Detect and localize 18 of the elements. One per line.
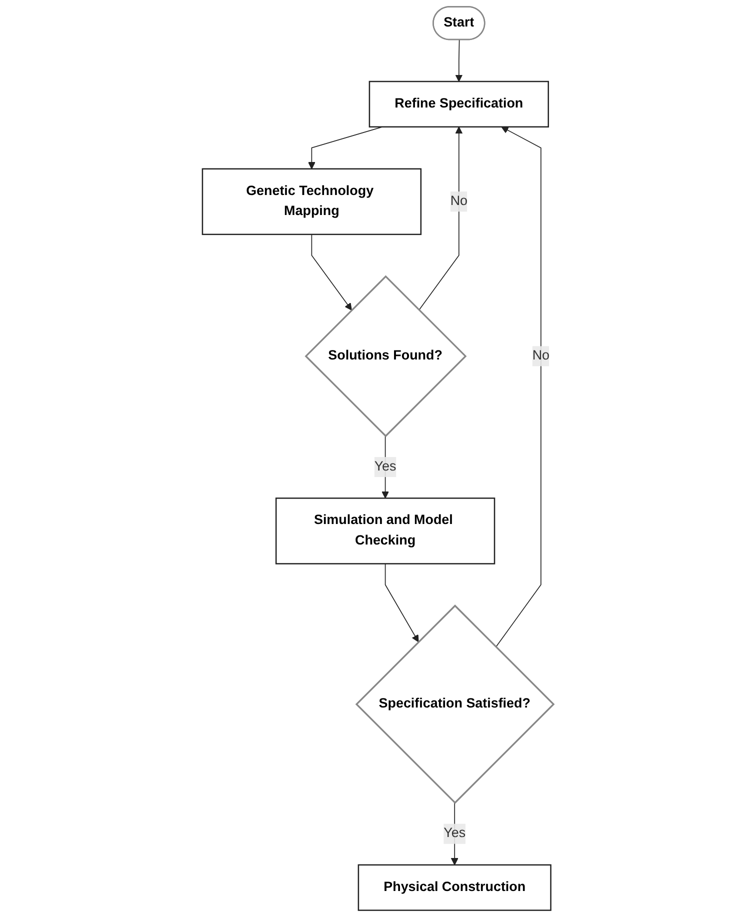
arrow bbox=[384, 563, 419, 642]
arrow bbox=[418, 126, 463, 311]
edge-label: No bbox=[532, 348, 550, 363]
arrow bbox=[308, 126, 383, 170]
arrow bbox=[382, 436, 389, 499]
node-diamond: Specification Satisfied? bbox=[355, 604, 555, 804]
arrow bbox=[450, 802, 458, 866]
node-box: Refine Specification bbox=[368, 80, 549, 128]
edge-label: No bbox=[450, 194, 468, 208]
node-box: Simulation and Model Checking bbox=[275, 498, 496, 564]
edge-label: Yes bbox=[444, 826, 466, 841]
arrow bbox=[496, 126, 542, 648]
edge-label: Yes bbox=[374, 460, 396, 474]
arrow bbox=[455, 39, 463, 82]
arrow bbox=[311, 234, 352, 310]
node-box: Genetic Technology Mapping bbox=[202, 168, 422, 236]
node-diamond: Solutions Found? bbox=[304, 275, 467, 438]
node-box: Physical Construction bbox=[358, 864, 552, 911]
